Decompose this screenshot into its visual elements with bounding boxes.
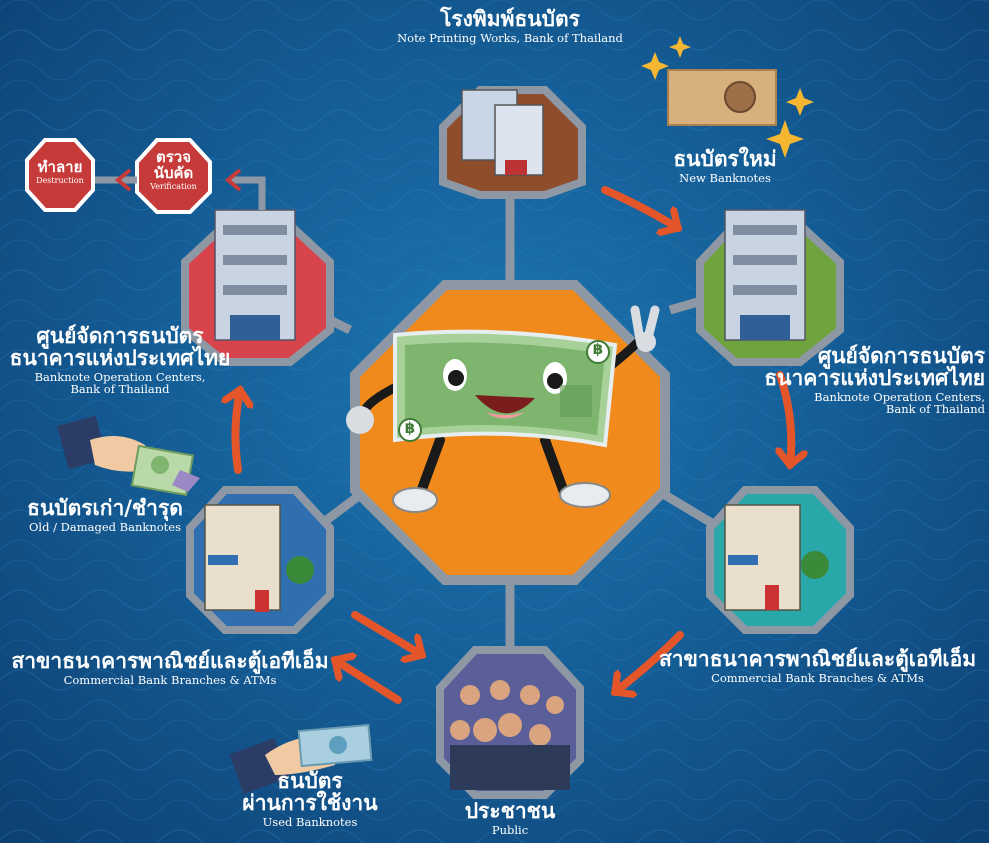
old-banknotes-label: ธนบัตรเก่า/ชำรุด Old / Damaged Banknotes xyxy=(5,497,205,533)
flow-arrows xyxy=(235,186,791,704)
new-banknotes-title: ธนบัตรใหม่ xyxy=(673,147,777,171)
operation-center-right-subtitle-2: Bank of Thailand xyxy=(885,402,985,417)
operation-center-left-title-2: ธนาคารแห่งประเทศไทย xyxy=(9,346,231,371)
baht-symbol-icon: ฿ xyxy=(592,340,604,358)
printing-works-title: โรงพิมพ์ธนบัตร xyxy=(440,7,580,31)
operation-center-right-label: ศูนย์จัดการธนบัตร ธนาคารแห่งประเทศไทย Ba… xyxy=(730,345,985,415)
operation-center-right-subtitle-1: Banknote Operation Centers, xyxy=(814,390,985,405)
bank-branches-right-label: สาขาธนาคารพาณิชย์และตู้เอทีเอ็ม Commerci… xyxy=(650,648,985,684)
node-printing-works xyxy=(439,86,586,199)
node-bank-left xyxy=(186,486,334,634)
verification-title-2: นับคัด xyxy=(153,163,194,182)
node-operation-center-right xyxy=(696,209,844,366)
bank-branches-left-label: สาขาธนาคารพาณิชย์และตู้เอทีเอ็ม Commerci… xyxy=(5,650,335,686)
bank-branches-left-subtitle: Commercial Bank Branches & ATMs xyxy=(63,673,277,688)
used-banknote-hand-icon xyxy=(229,723,373,794)
destruction-sign xyxy=(25,138,95,212)
verification-arrow xyxy=(230,176,266,210)
destruction-subtitle: Destruction xyxy=(36,175,84,185)
verification-title-1: ตรวจ xyxy=(155,148,191,166)
banknote-mascot xyxy=(346,305,660,513)
baht-symbol-icon: ฿ xyxy=(404,419,416,437)
verification-sign xyxy=(135,138,212,214)
node-bank-right xyxy=(706,486,854,634)
old-banknotes-title: ธนบัตรเก่า/ชำรุด xyxy=(27,496,183,520)
operation-center-left-subtitle-1: Banknote Operation Centers, xyxy=(34,370,206,385)
used-banknotes-label: ธนบัตร ผ่านการใช้งาน Used Banknotes xyxy=(225,770,395,828)
public-subtitle: Public xyxy=(491,823,529,838)
bank-branches-left-title: สาขาธนาคารพาณิชย์และตู้เอทีเอ็ม xyxy=(11,649,329,673)
destruction-title: ทำลาย xyxy=(37,158,83,176)
used-banknotes-title-2: ผ่านการใช้งาน xyxy=(242,791,378,816)
old-banknotes-subtitle: Old / Damaged Banknotes xyxy=(28,520,181,535)
old-banknote-hand-icon xyxy=(56,415,200,497)
new-banknote-icon xyxy=(641,36,814,158)
node-operation-center-left xyxy=(181,209,334,366)
verification-subtitle: Verification xyxy=(150,181,197,191)
verification-sign-label: ตรวจ นับคัด Verification xyxy=(137,148,210,191)
node-public xyxy=(436,646,584,799)
new-banknotes-subtitle: New Banknotes xyxy=(679,171,771,186)
used-banknotes-title-1: ธนบัตร xyxy=(277,769,343,793)
used-banknotes-subtitle: Used Banknotes xyxy=(262,815,358,830)
public-label: ประชาชน Public xyxy=(430,800,590,836)
destruction-sign-label: ทำลาย Destruction xyxy=(27,158,93,185)
chevron-left-icon xyxy=(224,168,242,192)
operation-center-left-title-1: ศูนย์จัดการธนบัตร xyxy=(36,324,204,348)
bank-branches-right-subtitle: Commercial Bank Branches & ATMs xyxy=(711,671,924,686)
chevron-left-icon xyxy=(114,168,132,192)
operation-center-right-title-1: ศูนย์จัดการธนบัตร xyxy=(817,344,985,368)
printing-works-label: โรงพิมพ์ธนบัตร Note Printing Works, Bank… xyxy=(360,8,660,44)
public-title: ประชาชน xyxy=(464,799,556,823)
operation-center-left-label: ศูนย์จัดการธนบัตร ธนาคารแห่งประเทศไทย Ba… xyxy=(5,325,235,395)
bank-branches-right-title: สาขาธนาคารพาณิชย์และตู้เอทีเอ็ม xyxy=(658,647,977,671)
operation-center-left-subtitle-2: Bank of Thailand xyxy=(70,382,170,397)
new-banknotes-label: ธนบัตรใหม่ New Banknotes xyxy=(640,148,810,184)
operation-center-right-title-2: ธนาคารแห่งประเทศไทย xyxy=(764,366,985,391)
printing-works-subtitle: Note Printing Works, Bank of Thailand xyxy=(397,31,623,46)
